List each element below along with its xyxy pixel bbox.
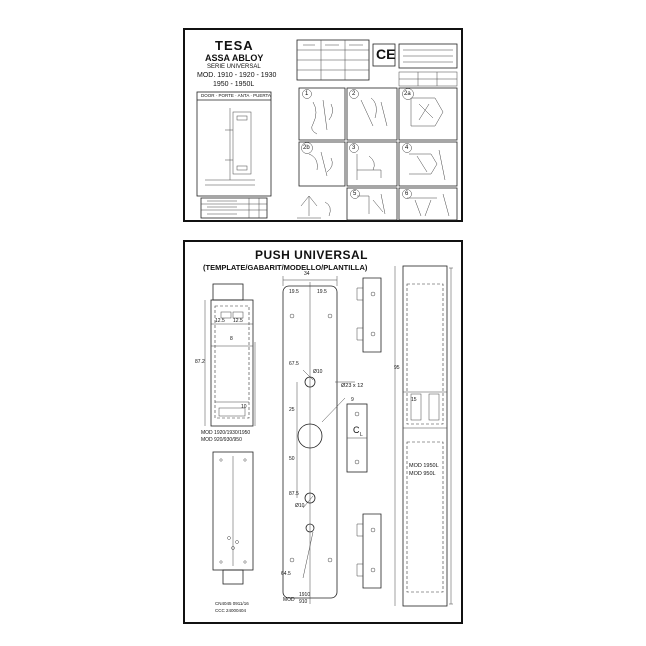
model-caption: MOD 1950L: [409, 463, 439, 469]
instruction-sheet: TESA ASSA ABLOY SERIE UNIVERSAL MOD. 191…: [183, 28, 463, 222]
page-subtitle: (TEMPLATE/GABARIT/MODELLO/PLANTILLA): [203, 263, 368, 272]
model-caption: MOD 1920/1930/1950: [201, 430, 251, 436]
dimension-label: Ø23 x 12: [341, 383, 364, 389]
step-label: 2: [352, 91, 356, 97]
page-title: PUSH UNIVERSAL: [255, 248, 369, 262]
dimension-label: 50: [289, 456, 295, 462]
series-label: SERIE UNIVERSAL: [207, 64, 261, 70]
model-caption: MOD: [283, 597, 295, 603]
dimension-label: Ø10: [313, 369, 323, 375]
dimension-label: 95: [394, 365, 400, 371]
brand-logo: TESA: [215, 38, 254, 53]
step-label: 3: [352, 145, 356, 151]
dimension-label: 19.5: [317, 289, 327, 295]
template-drawing: [204, 265, 453, 607]
model-caption: MOD 950L: [409, 471, 436, 477]
door-label: DOOR · PORTE · ANTA · PUERTA: [201, 93, 271, 98]
step-label: 4: [405, 145, 409, 151]
model-caption: MOD 920/930/950: [201, 437, 242, 443]
dimension-label: 10: [241, 404, 247, 410]
dimension-label: 87.5: [289, 491, 299, 497]
dimension-label: 15: [411, 397, 417, 403]
footer-code: CN4045 0911/16: [215, 601, 249, 606]
step-label: 6: [405, 191, 409, 197]
model-number: 1910: [299, 592, 311, 598]
model-line-1: MOD. 1910 - 1920 - 1930: [197, 72, 277, 79]
model-line-2: 1950 - 1950L: [213, 81, 255, 88]
instruction-line-art: [196, 39, 458, 221]
dimension-label: 12.5: [215, 318, 225, 324]
dimension-label: 34: [304, 271, 310, 277]
step-label: 5: [353, 191, 357, 197]
centerline-mark: C: [353, 425, 360, 435]
dimension-label: 64.5: [281, 571, 291, 577]
model-number: 910: [299, 599, 308, 605]
dimension-label: 8: [230, 336, 233, 342]
ce-mark: CE: [376, 46, 396, 62]
centerline-subscript: L: [360, 432, 363, 438]
company-name: ASSA ABLOY: [205, 53, 264, 63]
dimension-label: 12.5: [233, 318, 243, 324]
template-sheet: PUSH UNIVERSAL (TEMPLATE/GABARIT/MODELLO…: [183, 240, 463, 624]
step-label: 2a: [404, 91, 411, 97]
step-label: 1: [305, 91, 309, 97]
dimension-label: Ø10: [295, 503, 305, 509]
dimension-label: 67.5: [289, 361, 299, 367]
step-label: 2b: [303, 145, 310, 151]
dimension-label: 9: [351, 397, 354, 403]
footer-code: CCC 24000404: [215, 608, 247, 613]
dimension-label: 87.2: [195, 359, 205, 365]
dimension-label: 19.5: [289, 289, 299, 295]
dimension-label: 25: [289, 407, 295, 413]
